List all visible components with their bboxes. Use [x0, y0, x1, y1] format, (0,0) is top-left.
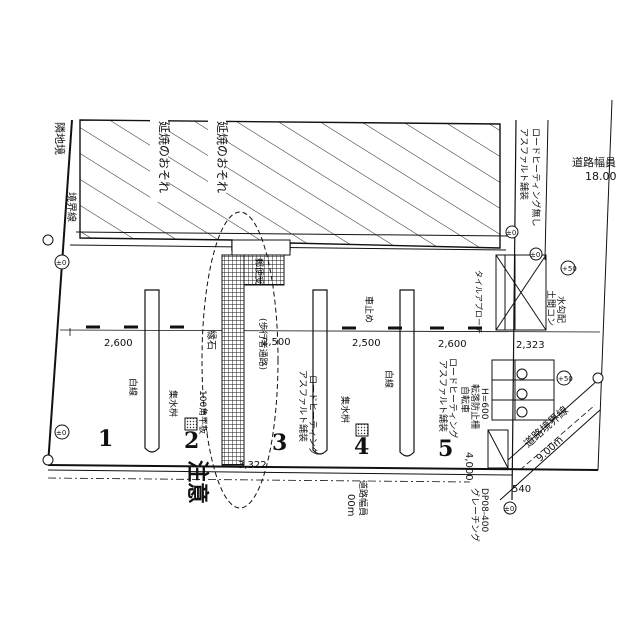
- dim-2500-b: 2,500: [352, 338, 381, 349]
- road-info: アスファルト舗装 ロードヒーティング無し 道路幅員 18.00: [518, 128, 617, 226]
- space-number-1: 1: [98, 426, 113, 452]
- mailbox-label: 郵便受: [253, 258, 265, 285]
- dimension-line: [59, 328, 601, 336]
- drain-label-1: 集水桝: [167, 390, 179, 417]
- white-line-label-2: 白線: [383, 370, 395, 388]
- road-width-label: 道路幅員: [572, 155, 616, 169]
- dim-540: 540: [512, 484, 531, 495]
- drain-boxes: [184, 417, 369, 437]
- bicycle-label: 自転車: [459, 386, 471, 413]
- site-boundary: [47, 99, 613, 501]
- level-plus50-2: +50: [558, 375, 573, 383]
- white-line-label-1: 白線: [127, 378, 139, 396]
- eaves-label-2: 延焼のおそれ: [215, 121, 229, 193]
- dim-3322: 3,322: [238, 460, 267, 471]
- level-zero-1: ±0: [56, 259, 66, 267]
- road-width-value: 18.00: [585, 170, 617, 183]
- level-zero-5: ±0: [504, 505, 514, 513]
- gutter-box: [487, 429, 509, 469]
- asphalt-heating-center-1: アスファルト舗装: [297, 370, 309, 442]
- asphalt-heating-center-2: ロードヒーティング: [307, 375, 319, 455]
- ramp-box: [495, 254, 547, 331]
- stall-lines: [144, 289, 415, 457]
- level-zero-3: ±0: [506, 229, 516, 237]
- dim-2500-a: 2,500: [262, 337, 291, 348]
- dim-2600-a: 2,600: [104, 338, 133, 349]
- drain-label-2: 集水桝: [339, 396, 351, 423]
- grating-label: グレーチング: [469, 488, 481, 542]
- dim-2323: 2,323: [516, 340, 545, 351]
- asphalt-heating-right-1: アスファルト舗装: [437, 360, 449, 432]
- asphalt-heating-right-2: ロードヒーティング: [447, 358, 459, 438]
- level-zero-4: ±0: [530, 251, 540, 259]
- dim-4000: 4,000: [463, 452, 474, 481]
- clearance-label: DP08-400: [479, 488, 489, 533]
- space-number-2: 2: [184, 428, 199, 454]
- eaves-labels: 延焼のおそれ 延焼のおそれ 隣地境 境界線: [53, 120, 229, 222]
- bumper-label: 土間コン: [545, 290, 557, 326]
- space-number-4: 4: [354, 434, 369, 460]
- building-footprint: [69, 119, 511, 251]
- dim-00m: 00m: [345, 494, 356, 516]
- fall-prevention-label: 転落防止柵: [469, 384, 481, 429]
- water-slope-label: 水勾配: [555, 296, 567, 323]
- height-label: H=600: [479, 388, 489, 420]
- space-number-5: 5: [438, 436, 453, 462]
- adjacent-land-label: 隣地境: [53, 122, 67, 155]
- bicycle-area: [491, 359, 555, 421]
- space-number-3: 3: [272, 430, 287, 456]
- level-zero-2: ±0: [56, 429, 66, 437]
- walkway: [201, 211, 291, 509]
- paving-label: 100角平板: [197, 390, 209, 434]
- boundary-small-label: 境界線: [65, 192, 78, 222]
- asphalt-no-heating-1: アスファルト舗装: [518, 128, 530, 200]
- walk-note-label: (歩行者通路): [257, 318, 269, 370]
- asphalt-no-heating-2: ロードヒーティング無し: [530, 128, 542, 226]
- road-width-bottom-label: 道路幅員: [357, 480, 369, 516]
- level-plus50-1: +50: [562, 265, 577, 273]
- tactile-label: タイルアプローチ: [474, 270, 483, 334]
- car-stop-label: 車止め: [363, 296, 375, 323]
- dim-2600-b: 2,600: [438, 339, 467, 350]
- curb-label: 縁石: [205, 330, 218, 350]
- eaves-label-1: 延焼のおそれ: [157, 121, 171, 193]
- road-boundary-lines: [499, 379, 601, 501]
- level-markers: [42, 225, 604, 515]
- caution-label: 注意: [184, 460, 210, 504]
